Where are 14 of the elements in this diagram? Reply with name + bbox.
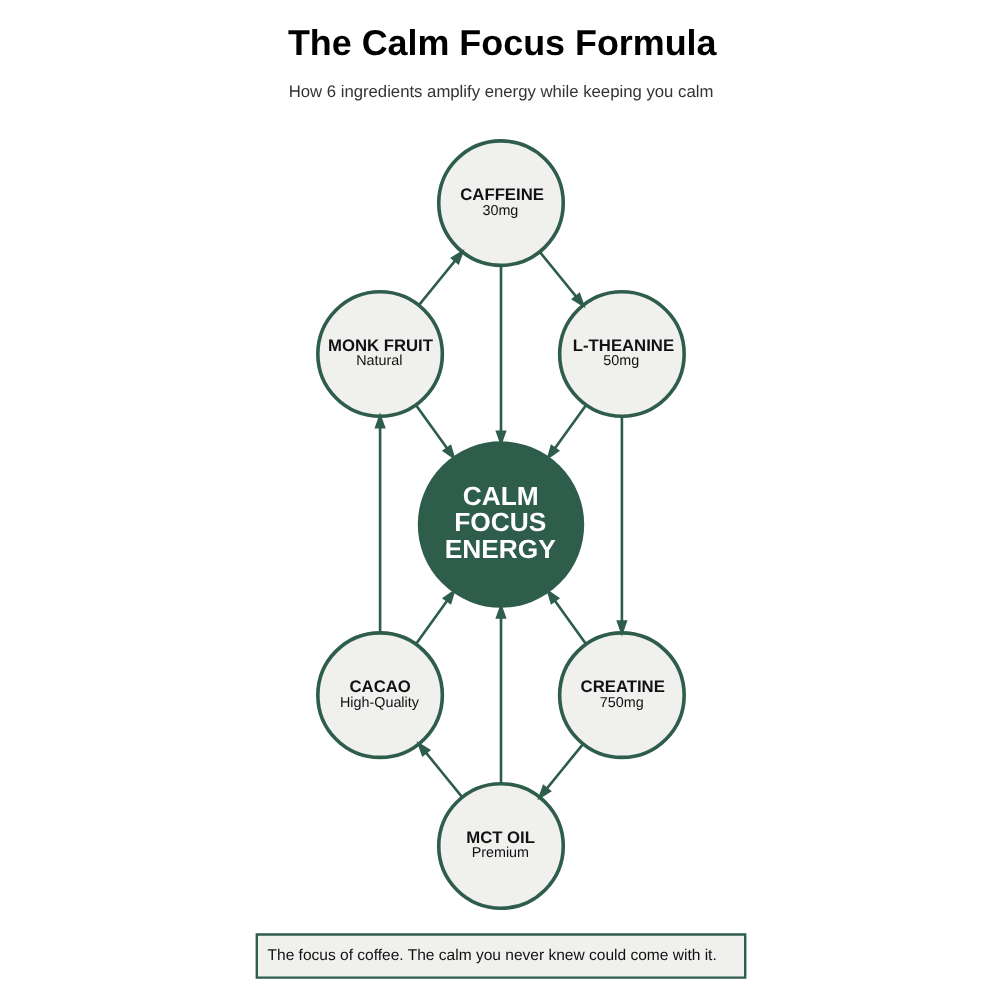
arrow (536, 743, 583, 801)
arrow (545, 404, 587, 461)
arrow (373, 412, 385, 633)
diagram-title: The Calm Focus Formula (286, 22, 716, 63)
arrow (615, 416, 627, 637)
arrow (413, 404, 455, 461)
arrow (494, 265, 506, 447)
arrow (415, 741, 463, 798)
label: How 6 ingredients amplify energy while keeping you calm (287, 81, 713, 102)
arrow (414, 588, 455, 645)
arrow (545, 588, 586, 645)
arrow (416, 249, 464, 306)
arrow (537, 251, 585, 309)
arrow (494, 602, 506, 784)
